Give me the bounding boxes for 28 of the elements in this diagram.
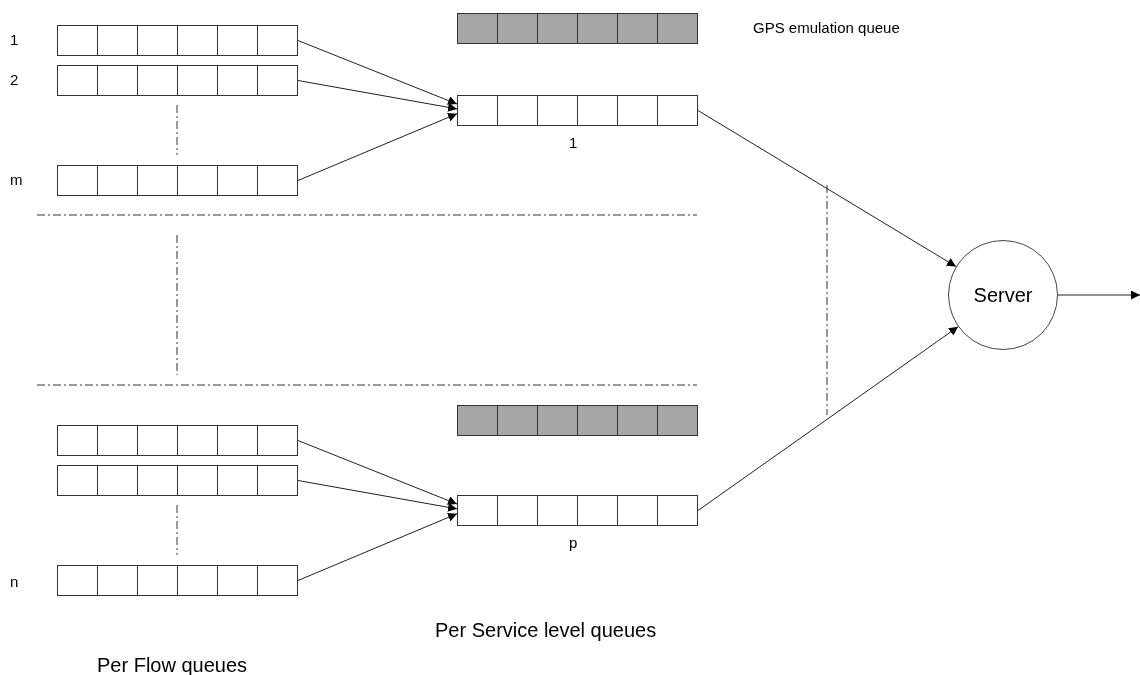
arrow xyxy=(297,40,458,105)
arrow xyxy=(297,113,458,181)
queue-label: 1 xyxy=(10,32,19,47)
queue-bar xyxy=(57,65,298,96)
queue-label: m xyxy=(10,172,23,187)
queue-bar xyxy=(57,565,298,596)
queue-label: GPS emulation queue xyxy=(753,20,900,35)
arrow xyxy=(697,326,959,511)
queue-label: n xyxy=(10,574,19,589)
arrow xyxy=(297,513,458,581)
queue-label: p xyxy=(569,535,578,550)
queue-label: 2 xyxy=(10,72,19,87)
queue-bar xyxy=(457,495,698,526)
node-label: Server xyxy=(973,283,1033,307)
arrow xyxy=(297,440,458,505)
arrow xyxy=(297,480,458,512)
arrow xyxy=(697,110,957,268)
emulation-queue-bar xyxy=(457,405,698,436)
queue-bar xyxy=(57,25,298,56)
section-caption: Per Service level queues xyxy=(435,620,657,640)
arrow xyxy=(1057,290,1140,300)
queue-label: 1 xyxy=(569,135,578,150)
emulation-queue-bar xyxy=(457,13,698,44)
arrow xyxy=(297,80,458,112)
queue-bar xyxy=(57,425,298,456)
queue-bar xyxy=(57,165,298,196)
queue-bar xyxy=(457,95,698,126)
queue-bar xyxy=(57,465,298,496)
